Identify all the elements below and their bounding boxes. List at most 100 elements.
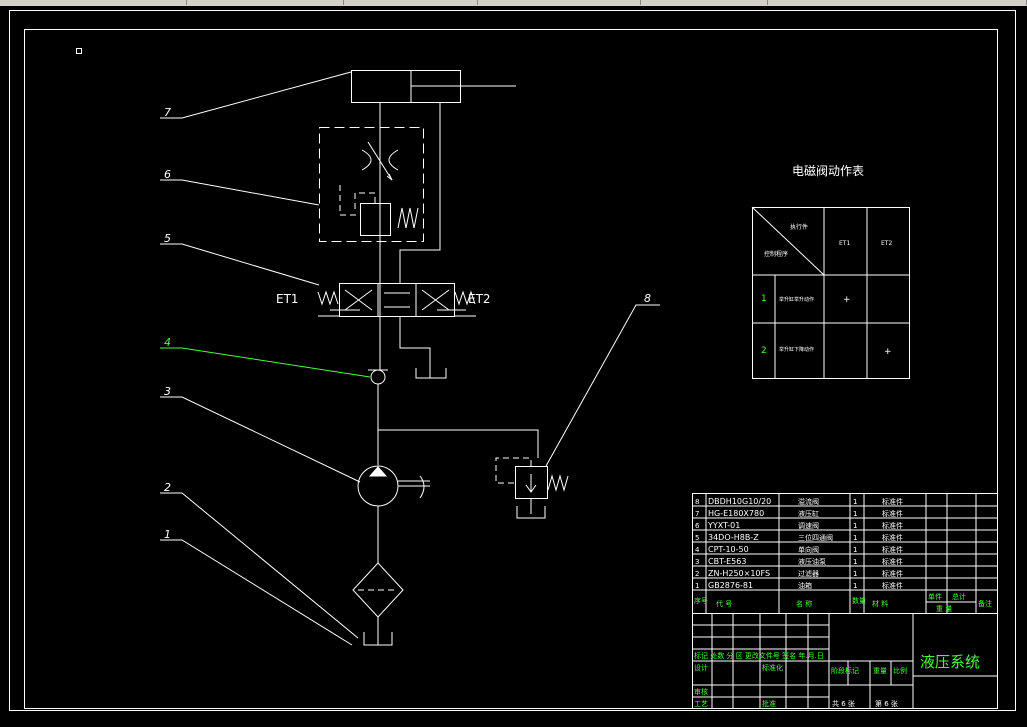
bom-cell-no: 4	[695, 546, 700, 554]
bom-cell-name: 三位四通阀	[798, 533, 833, 542]
toolbar-segment[interactable]	[768, 0, 1027, 5]
callout-1: 1	[164, 528, 171, 541]
oil-filter	[352, 562, 404, 646]
bom-cell-code: YYXT-01	[707, 521, 740, 530]
bom-cell-name: 过滤器	[798, 569, 819, 578]
toolbar-segment[interactable]	[187, 0, 344, 5]
title-design: 设计	[694, 663, 708, 672]
bom-cell-no: 2	[695, 570, 699, 578]
table-row-et2: +	[884, 347, 892, 357]
relief-valve	[495, 457, 569, 519]
bom-cell-note: 标准件	[882, 509, 903, 518]
table-row-action: 举升缸下降动作	[779, 346, 814, 353]
toolbar-segment[interactable]	[641, 0, 768, 5]
bom-cell-name: 调速阀	[798, 521, 819, 530]
title-block	[692, 613, 998, 709]
bom-cell-qty: 1	[853, 546, 857, 554]
table-col-et1: ET1	[839, 240, 850, 247]
bom-cell-name: 液压缸	[798, 509, 819, 518]
outer-frame	[9, 10, 1016, 711]
bom-cell-no: 5	[695, 534, 699, 542]
leader-3	[160, 396, 361, 483]
relief-branch-line	[378, 429, 539, 458]
bom-cell-note: 标准件	[882, 533, 903, 542]
bom-cell-code: GB2876-81	[708, 581, 753, 590]
callout-4: 4	[164, 336, 171, 349]
title-process: 工艺	[694, 700, 708, 708]
bom-header-material: 材 料	[872, 599, 888, 608]
speed-control-valve	[319, 127, 424, 242]
bom-cell-name: 单向阀	[798, 545, 819, 554]
title-review: 审核	[694, 687, 708, 696]
title-approve: 批准	[762, 699, 776, 708]
bom-cell-code: CPT-10-50	[708, 545, 749, 554]
bom-cell-note: 标准件	[882, 545, 903, 554]
bom-cell-name: 油箱	[798, 581, 812, 590]
check-valve	[368, 369, 388, 465]
bom-header-remark: 备注	[978, 599, 992, 608]
table-row-no: 2	[761, 346, 767, 356]
callout-3: 3	[164, 385, 171, 398]
inner-frame	[24, 29, 998, 709]
hydraulic-pump	[357, 465, 430, 563]
hydraulic-cylinder	[351, 70, 516, 103]
leader-1	[160, 539, 353, 646]
toolbar-segment[interactable]	[344, 0, 478, 5]
callout-8: 8	[644, 292, 651, 305]
coil-label-et1: ET1	[276, 292, 299, 306]
leader-8	[545, 304, 660, 467]
title-sheet-no: 第 6 张	[875, 699, 898, 708]
return-line	[399, 102, 441, 283]
bom-cell-note: 标准件	[882, 569, 903, 578]
bom-cell-qty: 1	[853, 510, 857, 518]
bom-cell-no: 8	[695, 498, 699, 506]
leader-2	[160, 492, 359, 639]
callout-2: 2	[164, 481, 171, 494]
ucs-marker	[76, 48, 82, 54]
bom-header-weight: 重 量	[936, 605, 952, 613]
callout-5: 5	[164, 232, 171, 245]
bom-cell-no: 7	[695, 510, 699, 518]
bom-cell-code: 34DO-H8B-Z	[708, 533, 759, 542]
bom-cell-no: 3	[695, 558, 699, 566]
bom-cell-no: 1	[695, 582, 699, 590]
bom-cell-qty: 1	[853, 570, 857, 578]
bom-cell-qty: 1	[853, 522, 857, 530]
title-mark-row: 标记 处数 分 区 更改文件号 签名 年.月.日	[694, 651, 824, 660]
action-table	[751, 206, 910, 379]
leader-4	[160, 347, 371, 378]
table-row-no: 1	[761, 294, 767, 304]
title-scale: 比例	[893, 666, 907, 675]
table-header-ctrl: 控制程序	[764, 250, 788, 258]
title-weight: 重量	[873, 667, 887, 675]
action-table-title: 电磁阀动作表	[792, 163, 864, 178]
bom-cell-no: 6	[695, 522, 700, 530]
bom-header-qty: 数量	[852, 596, 866, 605]
coil-label-et2: ET2	[468, 292, 491, 306]
bom-cell-qty: 1	[853, 582, 857, 590]
bom-header-no: 序号	[694, 596, 708, 605]
bom-cell-code: CBT-E563	[708, 557, 746, 566]
callout-7: 7	[164, 106, 171, 119]
bom-header-code: 代 号	[716, 599, 732, 608]
table-header-exec: 执行件	[790, 223, 808, 231]
leader-6	[160, 179, 320, 206]
bom-cell-note: 标准件	[882, 557, 903, 566]
drawing-title: 液压系统	[920, 653, 980, 671]
table-row-action: 举升缸举升动作	[779, 296, 814, 303]
title-stage-mark: 阶段标记	[831, 666, 859, 675]
leader-5	[160, 243, 320, 286]
tank-symbol	[415, 368, 447, 379]
bom-cell-qty: 1	[853, 498, 857, 506]
directional-valve	[317, 283, 476, 317]
toolbar-segment[interactable]	[0, 0, 187, 5]
bom-header-total: 总计	[952, 592, 966, 601]
bom-header-name: 名 称	[796, 599, 812, 608]
cad-drawing-canvas[interactable]: 7 6 5 4 3 2 1 8 ET1 ET2 电磁阀动作表 执行件 控制程序 …	[0, 6, 1027, 727]
bom-cell-name: 溢流阀	[798, 497, 819, 506]
bom-cell-code: DBDH10G10/20	[708, 497, 771, 506]
toolbar-segment[interactable]	[478, 0, 641, 5]
bom-cell-name: 液压油泵	[798, 557, 826, 566]
bom-cell-note: 标准件	[882, 581, 903, 590]
table-row-et1: +	[843, 295, 851, 305]
